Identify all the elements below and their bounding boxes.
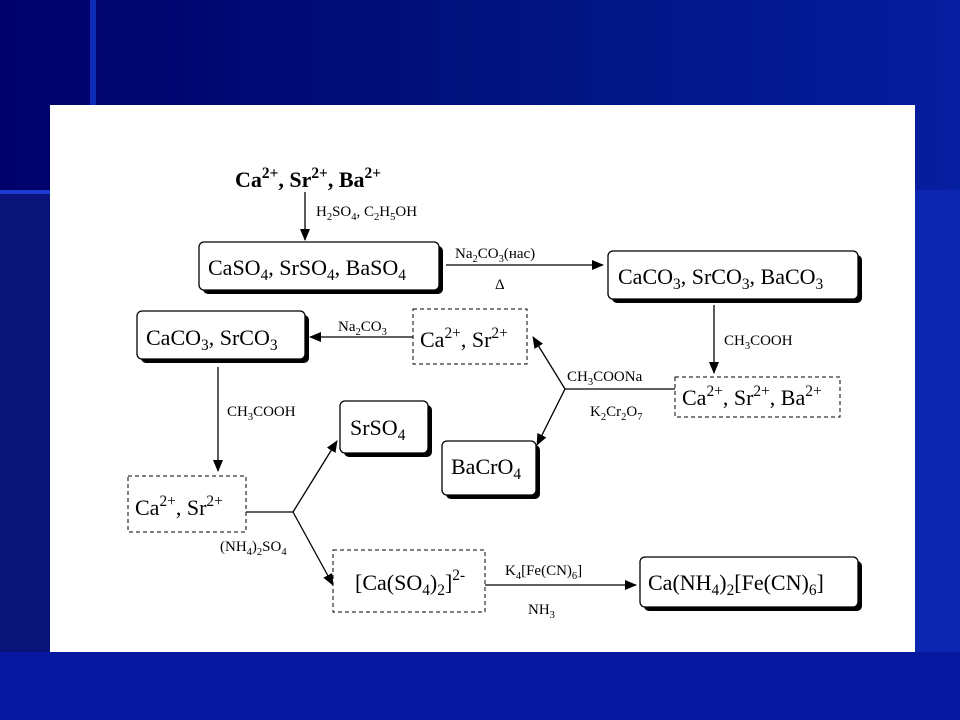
node-srso4-box [339,400,432,457]
reagent-step4-bottom-label: K2Cr2O7 [590,404,642,423]
node-carbonates-all-box [607,250,862,303]
background-right-panel [915,190,960,720]
arrow-to-ca-complex [292,511,334,586]
separation-scheme: Ca2+, Sr2+, Ba2+ CaSO4, SrSO4, BaSO4 CaC… [127,165,862,621]
node-sulfates-label: CaSO4, SrSO4, BaSO4 [208,255,406,284]
node-bacro4-label: BaCrO4 [451,454,521,483]
reagent-step6-label: CH3COOH [227,404,296,423]
node-srso4-label: SrSO4 [350,415,406,444]
reagent-step3-label: CH3COOH [724,333,793,352]
reagent-step2-bottom-label: Δ [495,277,505,293]
node-ions-ca-sr-lower-box [127,475,247,533]
reagent-step5-label: Na2CO3 [338,319,387,338]
arrow-to-ca-sr-upper [532,336,566,390]
reagent-step2-top-label: Na2CO3(нас) [455,246,535,265]
node-ions-all-box [674,376,841,418]
arrow-to-bacro4 [536,388,566,446]
node-final-product-label: Ca(NH4)2[Fe(CN)6] [648,570,824,599]
node-final-product-box [639,556,862,611]
node-ions-ca-sr-lower-label: Ca2+, Sr2+ [135,493,223,520]
reagent-step4-top-label: CH3COONa [567,369,643,388]
node-carbonates-ca-sr-label: CaCO3, SrCO3 [146,325,278,354]
node-ca-complex-box [332,549,486,613]
node-bacro4-box [441,440,540,499]
background-bottom [0,652,960,720]
node-sulfates-box [198,241,443,294]
reagent-step7-label: (NH4)2SO4 [220,539,287,558]
node-carbonates-all-label: CaCO3, SrCO3, BaCO3 [618,264,824,293]
node-ca-complex-label: [Ca(SO4)2]2- [355,567,465,599]
scheme-panel: Ca2+, Sr2+, Ba2+ CaSO4, SrSO4, BaSO4 CaC… [50,105,915,652]
node-ions-all-label: Ca2+, Sr2+, Ba2+ [682,383,822,410]
start-ions-label: Ca2+, Sr2+, Ba2+ [235,165,381,192]
node-ions-ca-sr-upper-box [412,308,528,365]
reagent-step8-bottom-label: NH3 [528,602,555,621]
reagent-step8-top-label: K4[Fe(CN)6] [505,563,582,582]
node-carbonates-ca-sr-box [136,310,309,363]
node-ions-ca-sr-upper-label: Ca2+, Sr2+ [420,325,508,352]
arrow-to-srso4 [292,440,338,513]
reagent-step1-label: H2SO4, C2H5OH [316,204,417,223]
